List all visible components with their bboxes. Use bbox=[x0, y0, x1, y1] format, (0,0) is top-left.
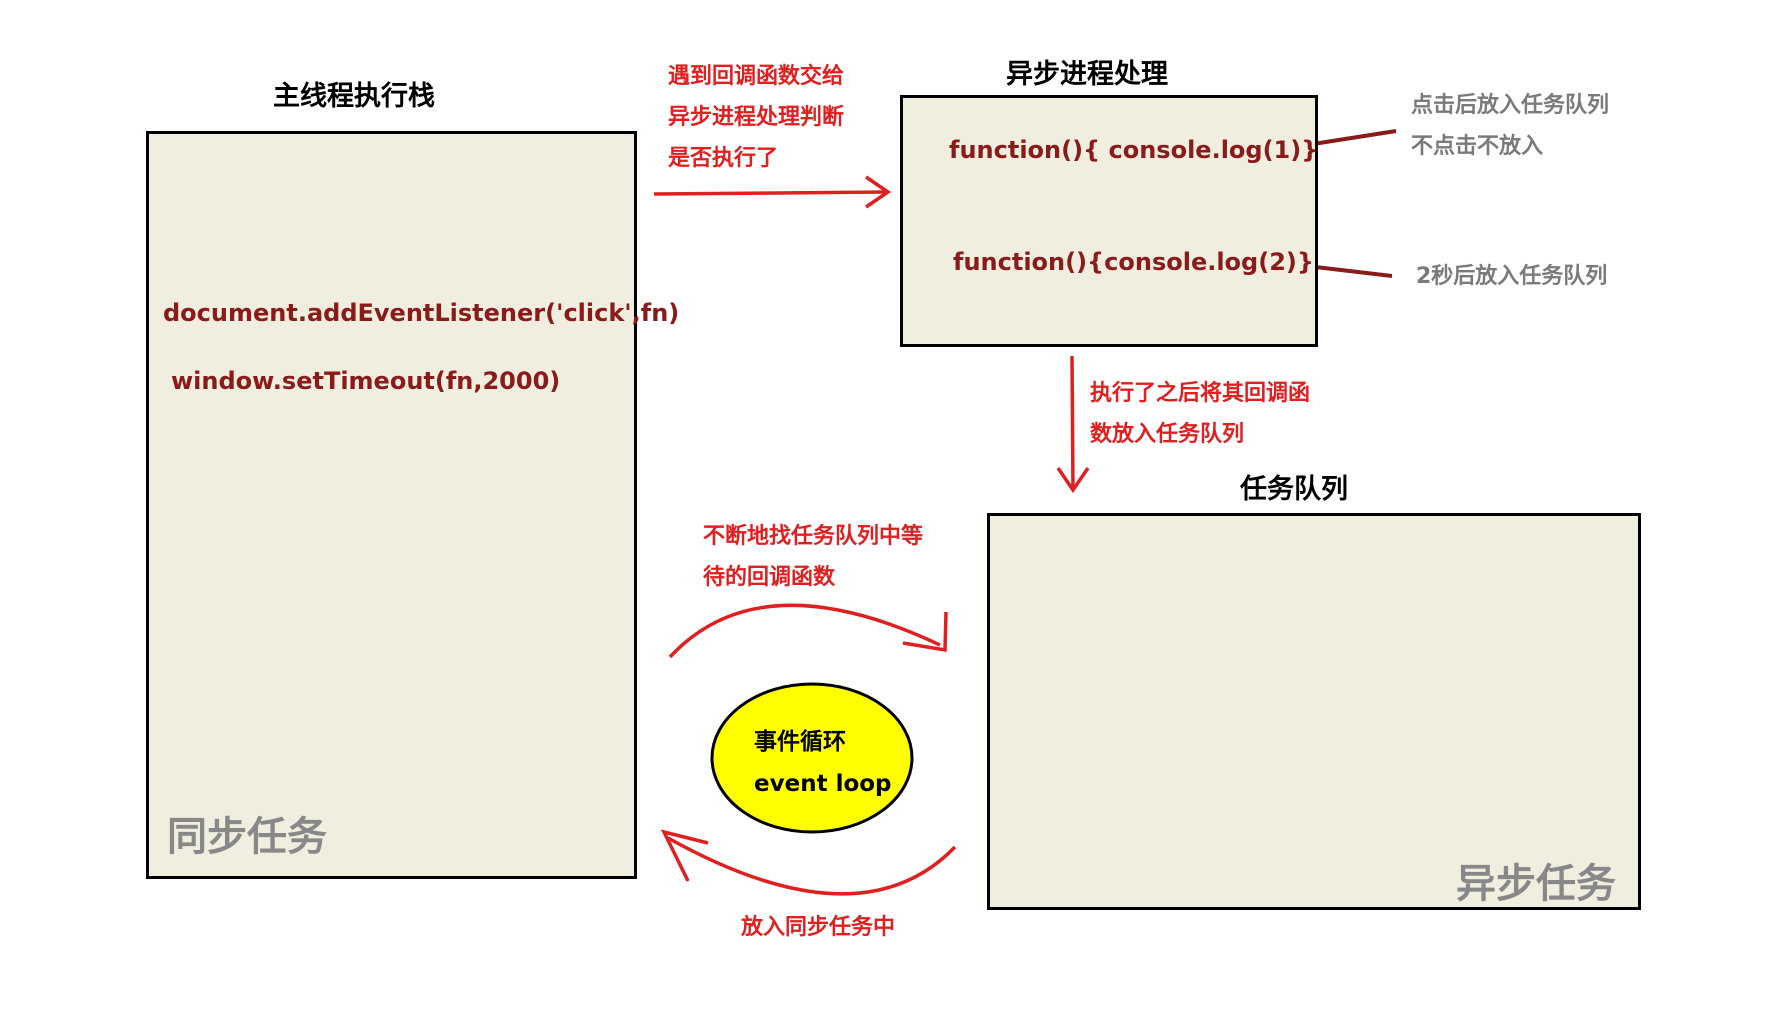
async-task-label: 异步任务 bbox=[1456, 861, 1616, 907]
event-loop-label-cn: 事件循环 bbox=[754, 729, 846, 755]
arrow-to-async bbox=[653, 175, 892, 209]
to-sync-annotation: 放入同步任务中 bbox=[741, 915, 896, 940]
to-async-line-3: 是否执行了 bbox=[668, 146, 779, 171]
click-note-line-2: 不点击不放入 bbox=[1411, 134, 1544, 159]
event-loop-label: 事件循环 event loop bbox=[754, 721, 892, 805]
click-note: 点击后放入任务队列 不点击不放入 bbox=[1411, 85, 1609, 167]
sync-task-label: 同步任务 bbox=[167, 814, 327, 860]
to-async-line-2: 异步进程处理判断 bbox=[668, 105, 845, 130]
loop-find-line-1: 不断地找任务队列中等 bbox=[703, 524, 924, 549]
main-stack-title: 主线程执行栈 bbox=[273, 81, 435, 112]
after-exec-line-2: 数放入任务队列 bbox=[1090, 422, 1245, 447]
main-stack-code-line-2: window.setTimeout(fn,2000) bbox=[171, 367, 561, 395]
async-function-1: function(){ console.log(1)} bbox=[949, 136, 1319, 164]
loop-arrow-bottom bbox=[660, 829, 957, 896]
timeout-note: 2秒后放入任务队列 bbox=[1416, 264, 1608, 289]
loop-arrow-top bbox=[668, 603, 948, 659]
main-stack-box: document.addEventListener('click',fn) wi… bbox=[146, 131, 679, 879]
task-queue-title: 任务队列 bbox=[1240, 474, 1348, 505]
click-note-line-1: 点击后放入任务队列 bbox=[1411, 93, 1610, 118]
after-exec-line-1: 执行了之后将其回调函 bbox=[1090, 381, 1311, 406]
to-async-line-1: 遇到回调函数交给 bbox=[668, 64, 845, 89]
loop-find-annotation: 不断地找任务队列中等 待的回调函数 bbox=[703, 516, 923, 598]
task-queue-box: 异步任务 bbox=[987, 513, 1641, 910]
async-process-title: 异步进程处理 bbox=[1006, 59, 1168, 90]
arrow-to-queue bbox=[1056, 355, 1090, 494]
event-loop-ellipse bbox=[710, 682, 914, 834]
loop-find-line-2: 待的回调函数 bbox=[703, 565, 836, 590]
main-stack-code-line-1: document.addEventListener('click',fn) bbox=[163, 299, 680, 327]
async-process-box: function(){ console.log(1)} function(){c… bbox=[900, 95, 1318, 347]
after-exec-annotation: 执行了之后将其回调函 数放入任务队列 bbox=[1090, 373, 1310, 455]
async-function-2: function(){console.log(2)} bbox=[953, 248, 1314, 276]
event-loop-label-en: event loop bbox=[754, 771, 892, 797]
to-async-annotation: 遇到回调函数交给 异步进程处理判断 是否执行了 bbox=[668, 56, 844, 179]
